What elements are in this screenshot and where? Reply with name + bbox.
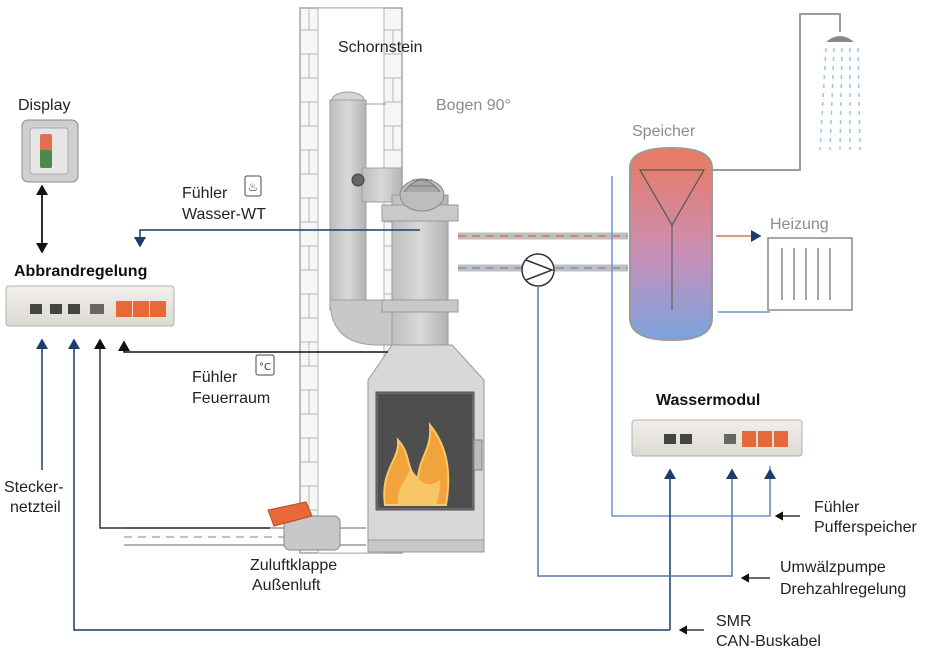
label-pumpe-2: Drehzahlregelung [780,581,907,598]
pipes [458,176,771,517]
label-smr-2: CAN-Buskabel [716,633,821,650]
water-sensor-icon: ♨ [244,175,262,197]
label-fuehler-puffer-1: Fühler [814,499,860,516]
label-fuehler-feuerraum-1: Fühler [192,369,238,386]
stove [367,344,485,553]
svg-text:♨: ♨ [248,180,259,194]
label-steckernetzteil-2: netzteil [10,499,61,516]
label-wassermodul: Wassermodul [656,392,761,409]
svg-text:°C: °C [259,362,271,373]
circulation-pump [521,253,555,287]
label-zuluftklappe-2: Außenluft [252,577,321,594]
label-abbrandregelung: Abbrandregelung [14,263,148,280]
storage-tank [629,146,713,342]
label-smr-1: SMR [716,613,752,630]
label-fuehler-wasser-wt-1: Fühler [182,185,228,202]
water-heat-exchanger [381,178,459,346]
label-zuluftklappe-1: Zuluftklappe [250,557,338,574]
label-schornstein: Schornstein [338,39,423,56]
label-speicher: Speicher [632,123,696,140]
display-unit [21,119,79,183]
radiator [767,237,853,311]
label-display: Display [18,97,71,114]
label-steckernetzteil-1: Stecker- [4,479,64,496]
label-heizung: Heizung [770,216,829,233]
fire-sensor-icon: °C [255,354,275,376]
label-fuehler-puffer-2: Pufferspeicher [814,519,917,536]
label-bogen: Bogen 90° [436,97,511,114]
label-pumpe-1: Umwälzpumpe [780,559,886,576]
label-fuehler-feuerraum-2: Feuerraum [192,390,271,407]
label-fuehler-wasser-wt-2: Wasser-WT [182,206,266,223]
combustion-controller [5,285,175,327]
water-module [631,419,803,457]
signal-lines [36,103,800,635]
shower [712,13,861,171]
